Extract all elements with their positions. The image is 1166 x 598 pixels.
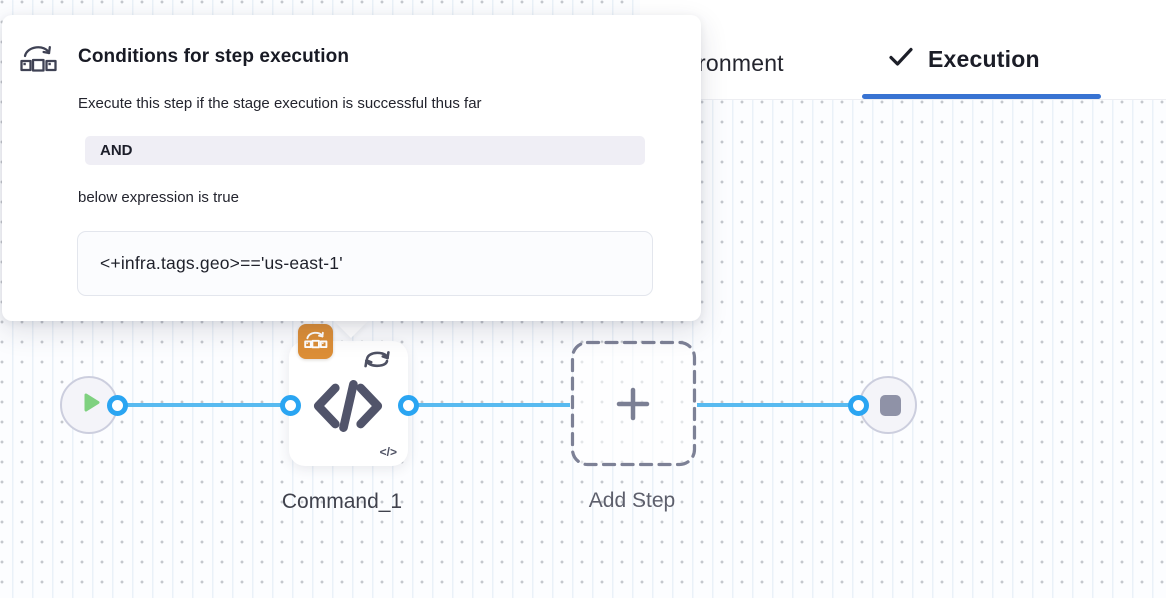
checkmark-icon [888,46,914,73]
popover-caret [334,321,368,338]
edge-addstep-to-end [697,403,858,407]
tab-execution[interactable]: Execution [888,46,1040,73]
tab-execution-label: Execution [928,46,1040,72]
add-step-button[interactable] [570,340,697,467]
step-label-command: Command_1 [281,490,403,513]
stop-icon [879,394,901,416]
port-end-in[interactable] [847,394,869,416]
popover-description: Execute this step if the stage execution… [78,95,482,112]
popover-title: Conditions for step execution [78,46,350,67]
edge-start-to-command [117,403,290,407]
code-step-icon [306,378,390,439]
expression-value: <+infra.tags.geo>=='us-east-1' [77,231,653,296]
conditional-execution-icon [17,42,59,79]
port-command-in[interactable] [279,394,301,416]
mini-code-icon: </> [379,445,397,459]
operator-pill: AND [85,136,645,165]
step-label-addstep: Add Step [588,489,676,512]
conditions-popover: Conditions for step execution Execute th… [2,15,701,321]
active-tab-indicator [862,94,1101,99]
port-command-out[interactable] [397,394,419,416]
tab-environment[interactable]: ronment [698,50,784,76]
port-start-out[interactable] [106,394,128,416]
stage-tab-bar: ronment Execution [640,0,1166,100]
conditional-execution-icon [303,329,328,355]
edge-command-to-addstep [408,403,570,407]
play-icon [84,393,100,417]
loop-icon [360,346,394,377]
step-node-command[interactable]: </> [289,341,408,466]
expression-intro: below expression is true [78,189,239,206]
conditional-execution-badge[interactable] [298,324,333,359]
